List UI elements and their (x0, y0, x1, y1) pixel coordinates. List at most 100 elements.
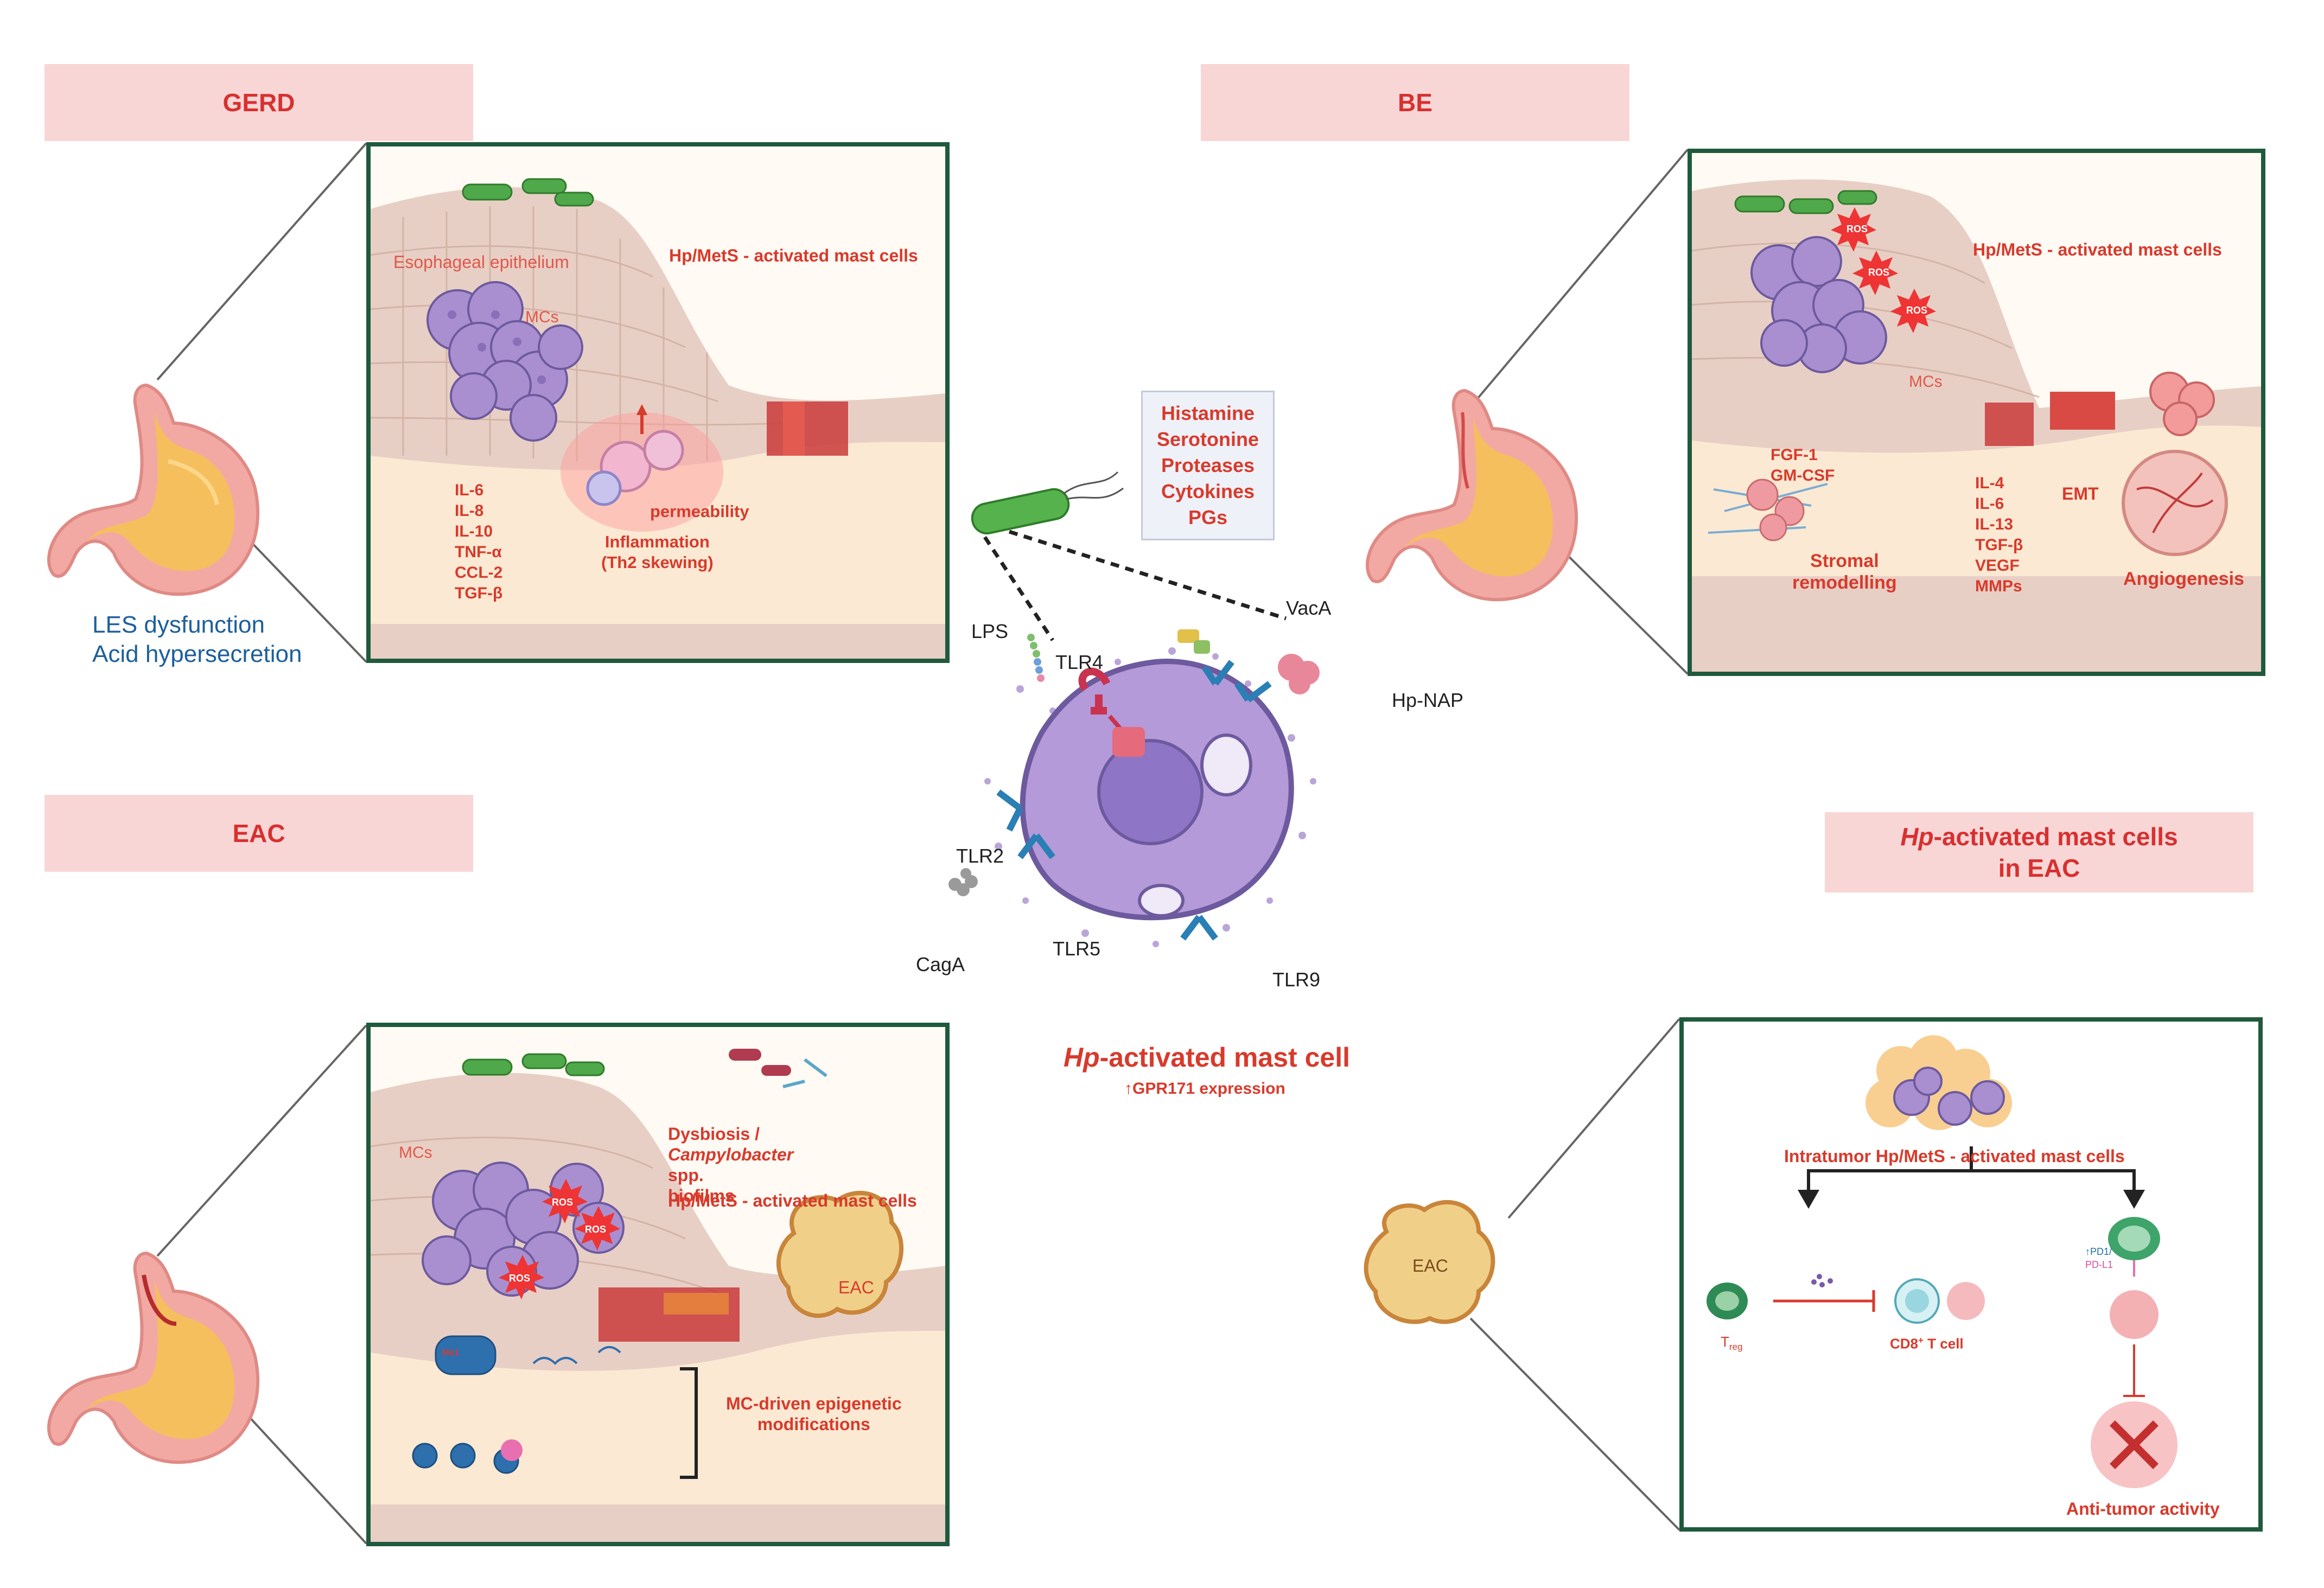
hp-eac-header-italic: Hp (1900, 822, 1934, 851)
mediator-item: Histamine (1161, 402, 1255, 424)
tlr5-label: TLR5 (1053, 938, 1101, 960)
eac-tumor-text: EAC (1412, 1256, 1448, 1275)
eac-ros-1: ROS (552, 1197, 574, 1208)
mast-cell-title: Hp-activated mast cell (1064, 1042, 1350, 1073)
eac-header-label: EAC (232, 819, 285, 847)
be-ros-2: ROS (1868, 267, 1890, 278)
be-mcs-label: MCs (1909, 373, 1943, 391)
modifications-label: modifications (757, 1414, 870, 1434)
les-text: LES dysfunction Acid hypersecretion (92, 610, 302, 669)
pd1-label: ↑PD1/ (2085, 1246, 2112, 1257)
hp-eac-header-line2: in EAC (1998, 854, 2080, 882)
stromal-label: Stromal (1810, 551, 1879, 571)
spp-label: spp. (668, 1165, 704, 1185)
be-cytokines: IL-4 IL-6 IL-13 TGF-β VEGF MMPs (1975, 473, 2023, 597)
esophageal-epithelium-label: Esophageal epithelium (393, 252, 569, 272)
dysbiosis-label: Dysbiosis / (668, 1124, 760, 1144)
th2-label: (Th2 skewing) (601, 553, 714, 572)
cd8-sup: + (1918, 1335, 1924, 1345)
tlr4-label: TLR4 (1055, 651, 1104, 673)
cd8-label: CD8+ T cell (1890, 1335, 1964, 1353)
gerd-header: GERD (44, 64, 473, 141)
eac-ros-2: ROS (585, 1224, 607, 1235)
remodelling-label: remodelling (1792, 572, 1897, 593)
be-panel: Hp/MetS - activated mast cells MCs ROS R… (1688, 149, 2265, 676)
gerd-cytokines: IL-6 IL-8 IL-10 TNF-α CCL-2 TGF-β (455, 480, 502, 604)
be-activated-label: Hp/MetS - activated mast cells (1973, 240, 2222, 259)
cd8-main: CD8 (1890, 1335, 1919, 1352)
treg-sub: reg (1729, 1342, 1743, 1353)
pdl1-label: PD-L1 (2085, 1259, 2113, 1270)
gerd-tissue (371, 146, 945, 659)
stomach-icon (47, 1251, 260, 1464)
caga-label: CagA (916, 953, 965, 975)
mediator-item: PGs (1188, 506, 1228, 528)
hp-eac-panel: Intratumor Hp/MetS - activated mast cell… (1679, 1017, 2263, 1532)
tlr9-label: TLR9 (1272, 968, 1321, 991)
eac-tumor-label: EAC (838, 1278, 874, 1297)
be-ros-1: ROS (1847, 224, 1868, 234)
gerd-permeability: permeability (650, 502, 749, 521)
growth-factor: FGF-1 (1771, 446, 1818, 464)
gerd-mcs-label: MCs (525, 308, 559, 326)
cytokine-item: IL-6 (1975, 495, 2004, 513)
stomach-icon (47, 383, 260, 596)
be-stromal-remodelling: Stromal remodelling (1792, 550, 1897, 594)
lps-label: LPS (971, 620, 1009, 642)
cytokine-item: CCL-2 (455, 564, 503, 582)
stomach-icon (1366, 388, 1578, 602)
be-header-label: BE (1398, 88, 1432, 117)
hp-eac-header: Hp-activated mast cells in EAC (1825, 812, 2253, 892)
cytokine-item: VEGF (1975, 557, 2020, 575)
cytokine-item: IL-6 (455, 481, 484, 499)
eac-epigenetic: MC-driven epigenetic modifications (726, 1393, 902, 1434)
me1-label: Me1 (442, 1348, 460, 1357)
hp-eac-diagram (1707, 1035, 2177, 1488)
pd1-pdl1-label: ↑PD1/ PD-L1 (2085, 1245, 2113, 1271)
cytokine-item: IL-8 (455, 502, 484, 520)
mast-cell-illustration (948, 471, 1320, 947)
eac-dysbiosis: Dysbiosis / Campylobacter spp. biofilms (668, 1124, 793, 1206)
treg-main: T (1721, 1334, 1729, 1350)
biofilms-label: biofilms (668, 1186, 735, 1206)
cytokine-item: TNF-α (455, 543, 502, 561)
campylobacter-line: Campylobacter spp. (668, 1144, 793, 1185)
eac-mcs-label: MCs (399, 1144, 432, 1162)
eac-panel: MCs Dysbiosis / Campylobacter spp. biofi… (366, 1023, 950, 1546)
vaca-label: VacA (1286, 597, 1332, 619)
hp-eac-header-rest: -activated mast cells (1933, 822, 2178, 851)
eac-activated-label: Hp/MetS - activated mast cells (668, 1191, 917, 1210)
mediator-item: Cytokines (1161, 480, 1255, 502)
cytokine-item: MMPs (1975, 577, 2022, 595)
cytokine-item: IL-10 (455, 522, 493, 540)
eac-header: EAC (44, 795, 473, 872)
mediator-item: Serotonine (1156, 428, 1259, 450)
eac-tumor-icon (1364, 1200, 1495, 1324)
gerd-inflammation: Inflammation (Th2 skewing) (601, 532, 714, 573)
hp-eac-header-line1: Hp-activated mast cells (1900, 821, 2177, 852)
gerd-panel: Esophageal epithelium Hp/MetS - activate… (366, 142, 950, 663)
gerd-header-label: GERD (222, 88, 295, 117)
hp-bacterium-icon (971, 471, 1124, 535)
tlr2-label: TLR2 (956, 845, 1004, 867)
cytokine-item: IL-4 (1975, 474, 2004, 492)
epigenetic-label: MC-driven epigenetic (726, 1394, 902, 1413)
eac-tissue (371, 1027, 945, 1542)
campylobacter-italic: Campylobacter (668, 1145, 794, 1164)
antitumor-label: Anti-tumor activity (2066, 1499, 2220, 1519)
be-angiogenesis-label: Angiogenesis (2123, 569, 2244, 589)
mediators-box: Histamine Serotonine Proteases Cytokines… (1141, 391, 1275, 540)
cd8-rest: T cell (1923, 1335, 1964, 1352)
eac-ros-3: ROS (509, 1273, 531, 1284)
vaca-icon (1177, 629, 1210, 654)
be-tissue (1692, 153, 2261, 672)
hp-nap-icon (1278, 654, 1320, 694)
cytokine-item: TGF-β (1975, 536, 2023, 554)
gpr171-subtitle: ↑GPR171 expression (1124, 1080, 1285, 1098)
caga-icon (948, 868, 978, 896)
treg-label: Treg (1721, 1334, 1742, 1353)
mediator-item: Proteases (1161, 454, 1255, 476)
mast-cell-title-rest: -activated mast cell (1099, 1042, 1350, 1073)
acid-hypersecretion: Acid hypersecretion (92, 641, 302, 667)
